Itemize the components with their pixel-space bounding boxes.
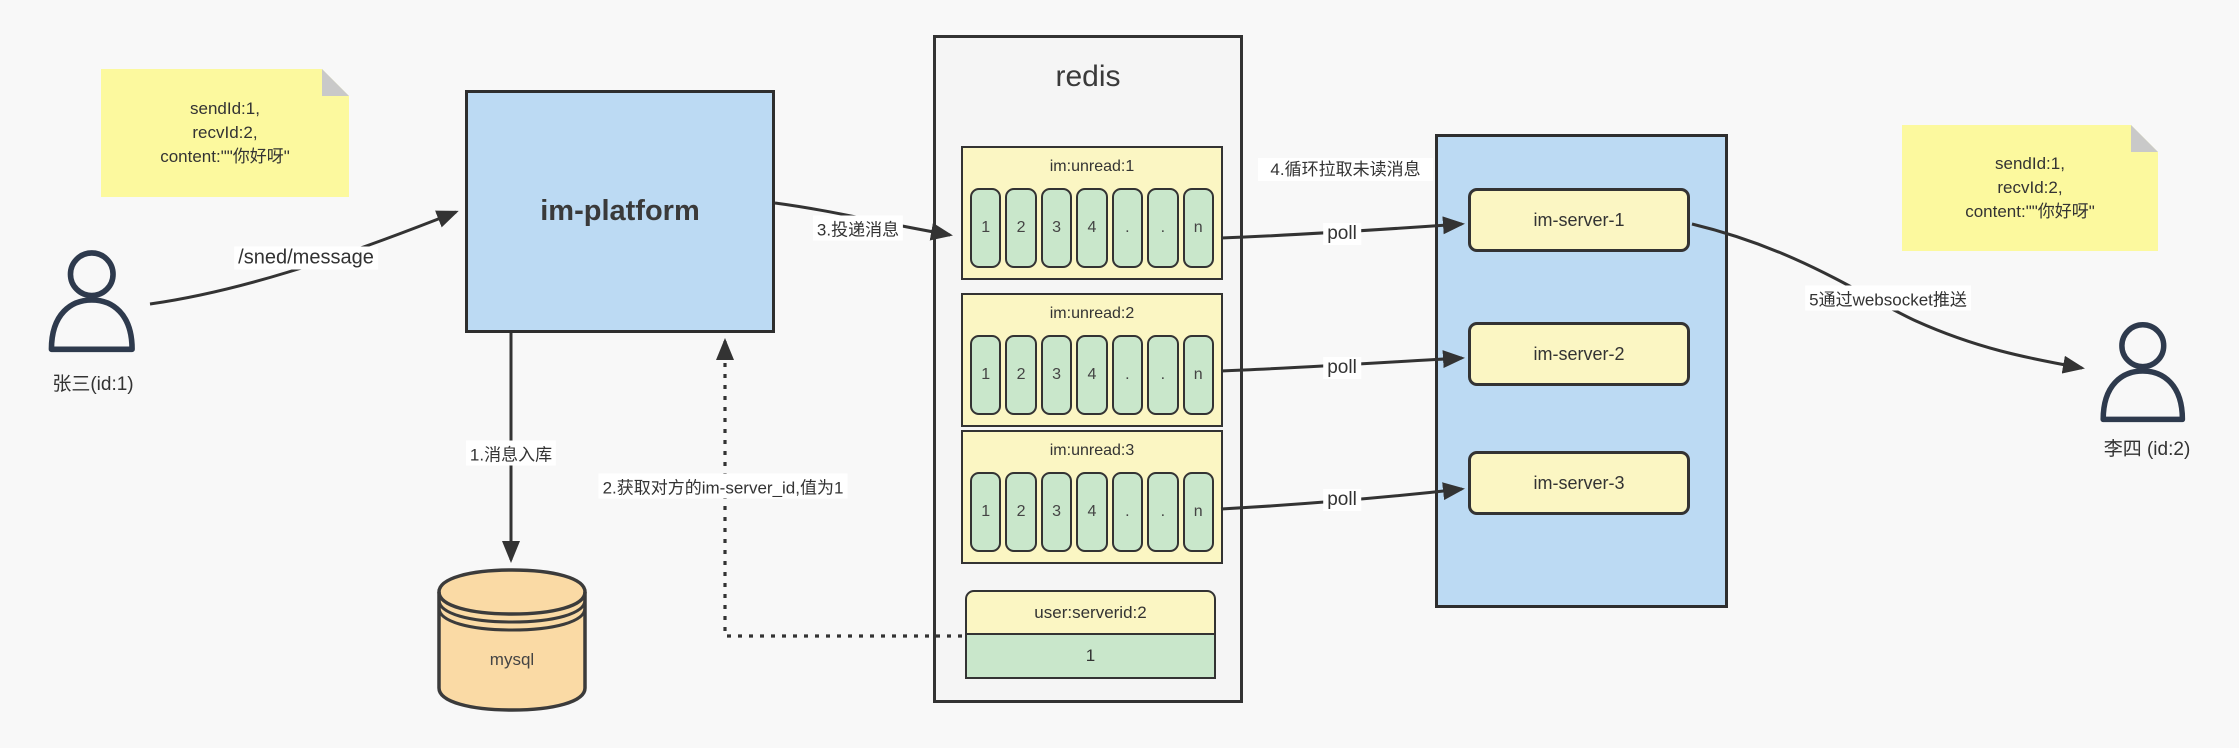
queue-cell: . [1111, 472, 1144, 552]
note-fold-icon [2131, 125, 2158, 152]
queue-cell: n [1182, 335, 1214, 415]
person-head [2119, 322, 2167, 370]
mysql-label: mysql [489, 650, 535, 669]
queue-im-unread-2: im:unread:2 1 2 3 4 . . n [961, 293, 1223, 427]
queue-cell: 4 [1076, 188, 1108, 268]
queue-cell: 1 [970, 472, 1002, 552]
queue-cell: 1 [970, 188, 1002, 268]
queue-cell: . [1111, 335, 1144, 415]
cylinder-ring [437, 591, 587, 616]
queue-cell: 2 [1005, 472, 1037, 552]
queue-cell: 4 [1076, 472, 1108, 552]
queue-im-unread-1: im:unread:1 1 2 3 4 . . n [961, 146, 1223, 280]
person-body [2100, 368, 2186, 423]
edge-label-step2: 2.获取对方的im-server_id,值为1 [598, 473, 848, 499]
queue-header: im:unread:2 [1049, 305, 1135, 322]
note-line: recvId:2, [1997, 178, 2063, 197]
queue-cell: 3 [1040, 188, 1073, 268]
im-platform-box: im-platform [465, 90, 775, 333]
edge-label-poll-3: poll [1323, 489, 1361, 511]
edge-label-poll-2: poll [1323, 357, 1361, 379]
cylinder-ring [437, 607, 587, 632]
note-fold-icon [322, 69, 349, 96]
note-line: content:""你好呀" [1965, 202, 2095, 221]
queue-cell: . [1147, 472, 1179, 552]
receiver-message-note: sendId:1, recvId:2, content:""你好呀" [1902, 125, 2158, 251]
queue-cell: 3 [1040, 335, 1073, 415]
im-server-label: im-server-2 [1533, 343, 1625, 364]
queue-cell: 2 [1005, 188, 1037, 268]
queue-header: im:unread:1 [1049, 158, 1135, 175]
edge-label-step5: 5通过websocket推送 [1805, 285, 1971, 311]
receiver-label: 李四 (id:2) [2103, 439, 2191, 460]
queue-cell: 1 [970, 335, 1002, 415]
queue-cells: 1 2 3 4 . . n [963, 470, 1221, 552]
im-platform-label: im-platform [540, 195, 700, 227]
queue-cell: 3 [1040, 472, 1073, 552]
edge-label-poll-1: poll [1323, 223, 1361, 245]
im-server-1-box: im-server-1 [1468, 188, 1690, 252]
receiver-person-icon [2100, 322, 2186, 423]
note-line: sendId:1, [1995, 154, 2065, 173]
person-head [67, 250, 116, 299]
kv-value: 1 [965, 635, 1216, 679]
queue-cell: . [1147, 335, 1179, 415]
queue-cell: 4 [1076, 335, 1108, 415]
person-body [48, 297, 135, 353]
queue-cell: 2 [1005, 335, 1037, 415]
queue-cells: 1 2 3 4 . . n [963, 186, 1221, 268]
im-server-3-box: im-server-3 [1468, 451, 1690, 515]
queue-cell: n [1182, 472, 1214, 552]
queue-header: im:unread:3 [1049, 442, 1135, 459]
queue-cells: 1 2 3 4 . . n [963, 333, 1221, 415]
cylinder-ring [437, 599, 587, 624]
sender-message-note: sendId:1, recvId:2, content:""你好呀" [101, 69, 349, 197]
im-server-2-box: im-server-2 [1468, 322, 1690, 386]
cylinder-body [437, 568, 587, 712]
kv-key: user:serverid:2 [965, 590, 1216, 635]
user-serverid-box: user:serverid:2 1 [965, 590, 1216, 679]
note-line: sendId:1, [190, 99, 260, 118]
queue-im-unread-3: im:unread:3 1 2 3 4 . . n [961, 430, 1223, 564]
edge-label-step1: 1.消息入库 [465, 440, 557, 466]
note-line: recvId:2, [192, 123, 258, 142]
queue-cell: n [1182, 188, 1214, 268]
im-server-label: im-server-1 [1533, 209, 1625, 230]
edge-label-step4: 4.循环拉取未读消息 [1258, 158, 1433, 181]
edge-label-step3: 3.投递消息 [812, 215, 904, 241]
sender-person-icon [48, 250, 135, 353]
redis-container: redis im:unread:1 1 2 3 4 . . n im:unrea… [933, 35, 1243, 703]
redis-title: redis [1055, 60, 1121, 93]
queue-cell: . [1147, 188, 1179, 268]
mysql-cylinder-icon [437, 568, 587, 712]
note-line: content:""你好呀" [160, 147, 290, 166]
sender-label: 张三(id:1) [52, 374, 134, 395]
edge-label-send-api: /sned/message [234, 246, 378, 270]
queue-cell: . [1111, 188, 1144, 268]
im-server-label: im-server-3 [1533, 472, 1625, 493]
